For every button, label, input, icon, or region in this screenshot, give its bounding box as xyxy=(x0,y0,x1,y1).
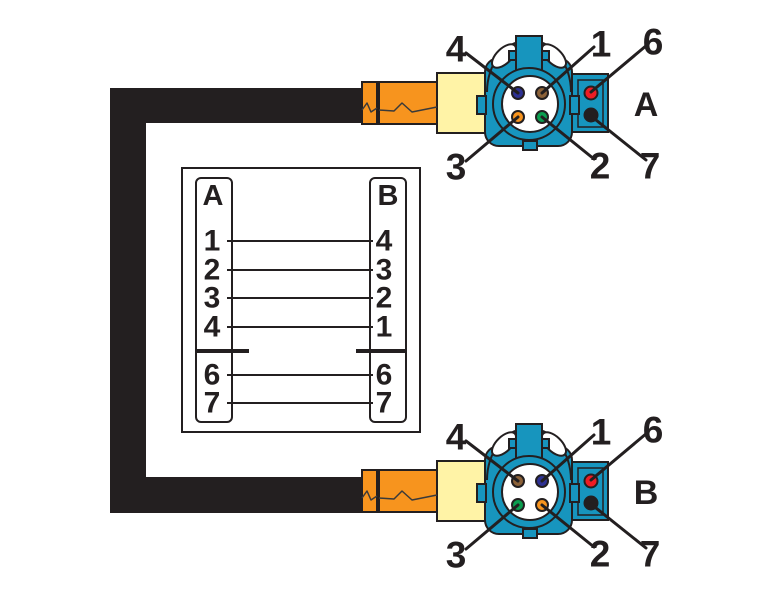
latch-right xyxy=(569,483,580,503)
leader-line-pin1 xyxy=(540,433,596,483)
latch-right xyxy=(569,95,580,115)
cable-end-b xyxy=(361,460,488,522)
bottom-notch xyxy=(522,140,538,151)
boot-ridge-line xyxy=(361,102,378,113)
table-header-a: A xyxy=(203,180,224,212)
pin-label-1: 1 xyxy=(591,24,612,65)
table-a-pin: 4 xyxy=(204,311,221,344)
pin-label-6: 6 xyxy=(643,22,664,63)
table-a-pin: 6 xyxy=(204,359,221,392)
pin-label-2: 2 xyxy=(590,534,611,575)
pin-label-3: 3 xyxy=(446,147,467,188)
pin-label-4: 4 xyxy=(446,417,467,458)
table-a-pin: 2 xyxy=(204,254,221,287)
leader-line-pin3 xyxy=(464,115,520,163)
table-a-pin: 3 xyxy=(204,282,221,315)
latch-left xyxy=(476,483,487,503)
cable-end-a xyxy=(361,72,488,134)
connector-b: 4 1 6 3 2 7 B xyxy=(446,410,664,576)
leader-line-pin7 xyxy=(589,114,648,162)
table-b-pin: 1 xyxy=(376,311,393,344)
table-column-a xyxy=(195,177,233,423)
table-header-b: B xyxy=(378,180,399,212)
pin-label-4: 4 xyxy=(446,29,467,70)
leader-line-pin1 xyxy=(540,45,596,95)
table-a-pin: 7 xyxy=(204,387,221,420)
pin-label-7: 7 xyxy=(640,534,661,575)
bottom-notch xyxy=(522,528,538,539)
key-tab xyxy=(515,35,543,71)
table-column-b xyxy=(369,177,407,423)
pin-label-3: 3 xyxy=(446,535,467,576)
table-b-pin: 7 xyxy=(376,387,393,420)
wiring-table: A B 1 4 2 3 3 2 4 1 6 6 7 7 xyxy=(181,167,421,433)
strain-relief-boot xyxy=(378,81,438,125)
cable-run xyxy=(110,88,365,513)
strain-relief-ring xyxy=(361,81,378,125)
pin-label-2: 2 xyxy=(590,146,611,187)
connector-a: 4 1 6 3 2 7 A xyxy=(446,22,664,188)
key-tab xyxy=(515,423,543,459)
pin-label-7: 7 xyxy=(640,146,661,187)
table-b-pin: 4 xyxy=(376,225,393,258)
connector-name-label: B xyxy=(634,474,659,512)
boot-ridge-line xyxy=(378,102,438,113)
strain-relief-ring xyxy=(361,469,378,513)
leader-line-pin6 xyxy=(589,431,649,482)
table-b-pin: 2 xyxy=(376,282,393,315)
leader-line-pin6 xyxy=(589,43,649,94)
leader-line-pin4 xyxy=(464,439,520,483)
leader-line-pin7 xyxy=(589,502,648,550)
pin-label-6: 6 xyxy=(643,410,664,451)
leader-line-pin3 xyxy=(464,503,520,551)
table-b-pin: 6 xyxy=(376,359,393,392)
pin-label-1: 1 xyxy=(591,412,612,453)
leader-line-pin4 xyxy=(464,51,520,95)
table-b-pin: 3 xyxy=(376,254,393,287)
table-a-pin: 1 xyxy=(204,225,221,258)
connector-name-label: A xyxy=(634,86,659,124)
boot-ridge-line xyxy=(361,490,378,501)
boot-ridge-line xyxy=(378,490,438,501)
leader-line-pin2 xyxy=(540,503,596,549)
strain-relief-boot xyxy=(378,469,438,513)
latch-left xyxy=(476,95,487,115)
leader-line-pin2 xyxy=(540,115,596,161)
